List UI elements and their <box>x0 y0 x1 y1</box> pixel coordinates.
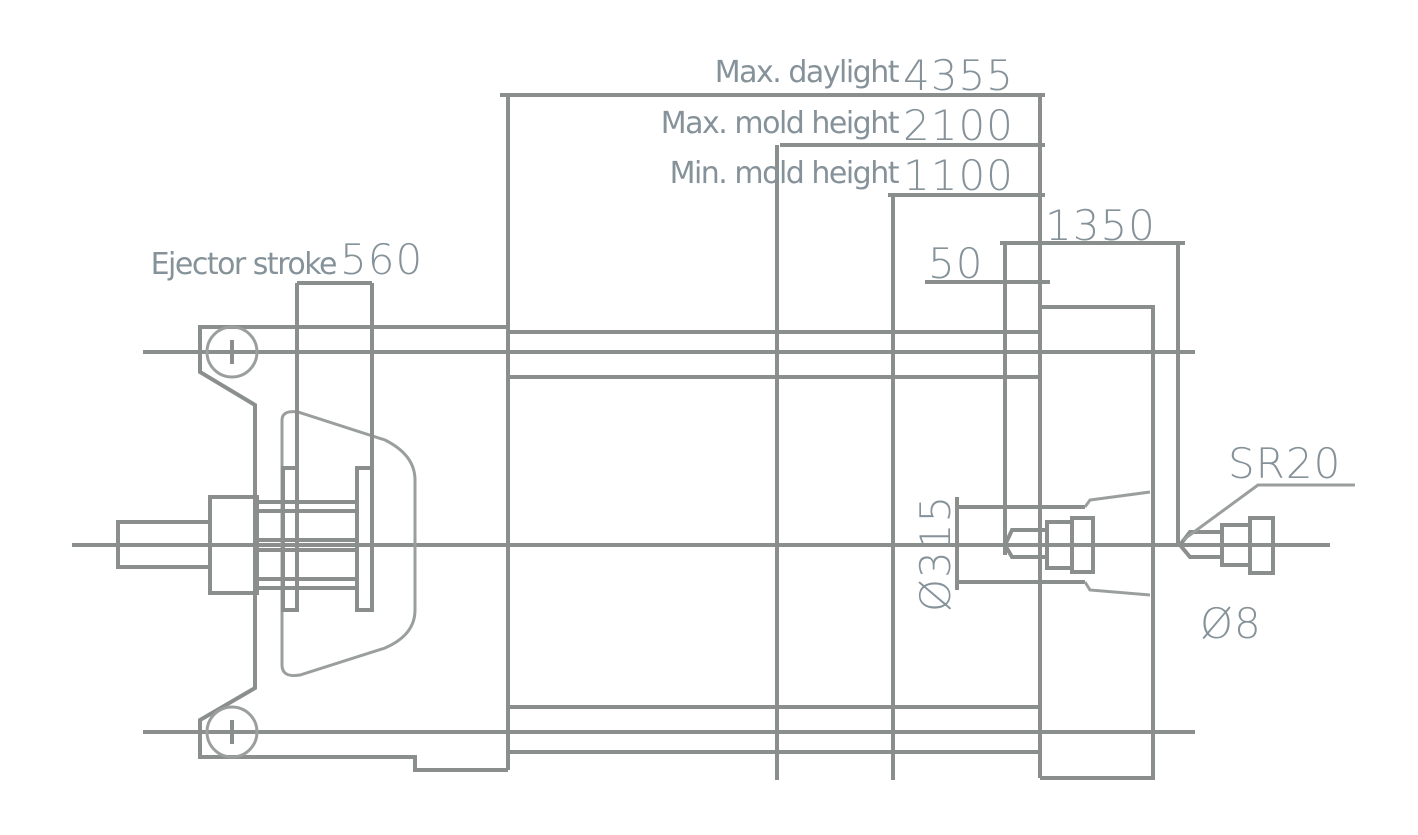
ring-depth-value: 50 <box>928 239 983 288</box>
ejector-stroke-value: 560 <box>340 235 423 284</box>
ejector-stroke-label: Ejector stroke <box>151 247 336 282</box>
ejector-cylinder <box>116 410 417 677</box>
nozzle-radius-label: SR20 <box>1228 439 1341 488</box>
max-daylight-value: 4355 <box>903 51 1014 100</box>
locating-ring <box>955 490 1151 597</box>
moving-platen <box>506 95 1040 780</box>
dimension-lines <box>295 93 1185 468</box>
rear-platen <box>198 325 508 772</box>
nozzle <box>1177 483 1355 575</box>
max-daylight-label: Max. daylight <box>715 55 900 90</box>
nozzle-orifice-label: Ø8 <box>1200 599 1262 648</box>
locating-ring-diameter: Ø315 <box>911 495 960 612</box>
max-mold-height-value: 2100 <box>903 101 1014 150</box>
min-mold-height-label: Min. mold height <box>670 156 900 191</box>
platen-offset-value: 1350 <box>1045 201 1156 250</box>
fixed-platen <box>1003 95 1180 780</box>
max-mold-height-label: Max. mold height <box>661 106 900 141</box>
min-mold-height-value: 1100 <box>903 151 1014 200</box>
